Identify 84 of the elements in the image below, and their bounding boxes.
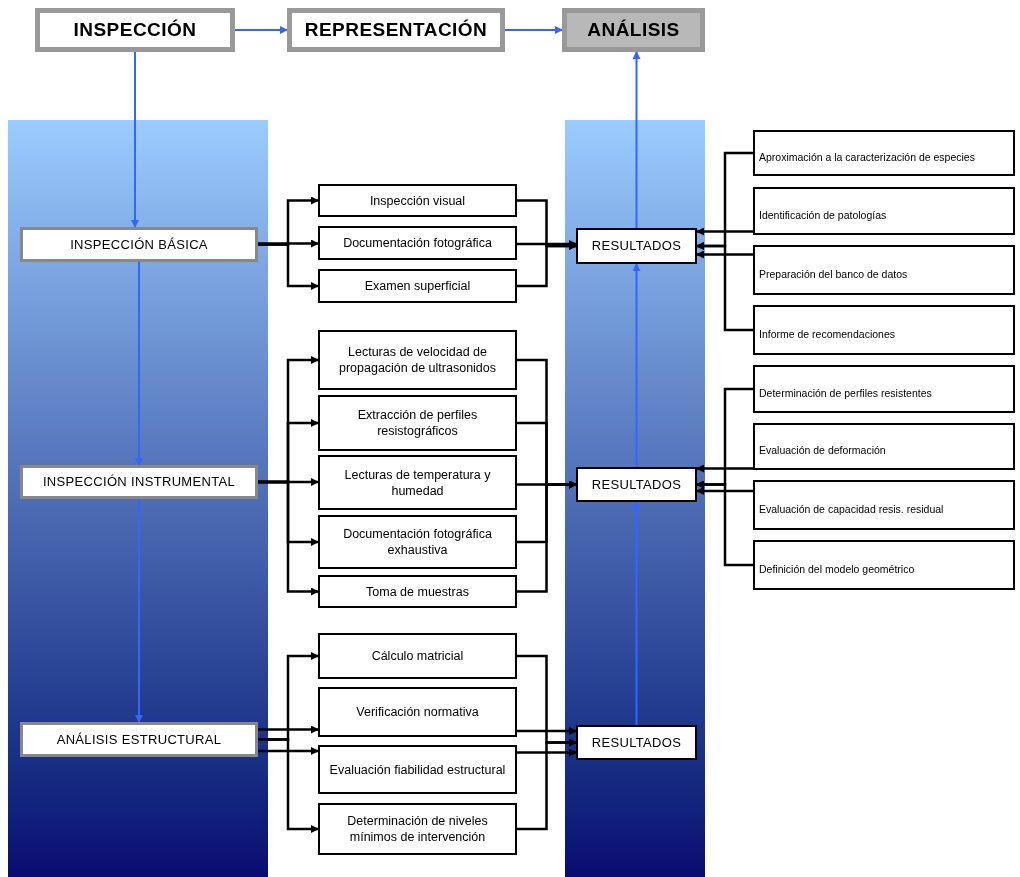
box-label: Evaluación fiabilidad estructural [329, 761, 506, 778]
box-label: ANÁLISIS ESTRUCTURAL [56, 730, 222, 749]
step-box [318, 633, 517, 679]
box-label: Informe de recomendaciones [759, 327, 895, 341]
results-box [576, 467, 697, 502]
outcome-box [753, 423, 1015, 470]
results-box [576, 725, 697, 760]
outcome-box [753, 245, 1015, 295]
box-label: RESULTADOS [591, 475, 682, 494]
stage-box [20, 465, 258, 499]
arrow [517, 748, 577, 757]
box-label: Lecturas de velocidad de propagación de ultrasonidos [337, 344, 498, 376]
arrow [517, 727, 577, 735]
arrow [632, 501, 641, 726]
box-label: INSPECCIÓN BÁSICA [70, 235, 208, 254]
arrow [517, 242, 577, 288]
box-label: Identificación de patologías [759, 208, 887, 222]
arrow [696, 480, 753, 567]
box-label: INSPECCIÓN INSTRUMENTAL [42, 473, 236, 492]
box-label: Definición del modelo geométrico [759, 562, 915, 576]
step-box [318, 395, 517, 451]
box-label: INSPECCIÓN [73, 17, 197, 42]
step-box [318, 803, 517, 855]
box-label: Examen superficial [364, 278, 471, 294]
box-label: REPRESENTACIÓN [304, 17, 488, 42]
phase-box [35, 8, 235, 52]
box-label: Evaluación de deformación [759, 444, 886, 457]
outcome-box [753, 480, 1015, 530]
step-box [318, 226, 517, 260]
stage-box [20, 722, 258, 757]
arrow [696, 250, 753, 259]
stage-box [20, 227, 258, 262]
arrow [696, 464, 753, 473]
outcome-box [753, 365, 1015, 413]
step-box [318, 575, 517, 608]
arrow [258, 480, 319, 596]
box-label: Determinación de perfiles resistentes [759, 386, 932, 400]
arrow [258, 747, 319, 755]
arrow [696, 242, 753, 332]
results-box [576, 228, 697, 264]
step-box [318, 745, 517, 794]
box-label: Extracción de perfiles resistográficos [356, 407, 479, 439]
box-label: Documentación fotográfica exhaustiva [342, 526, 493, 558]
step-box [318, 269, 517, 303]
box-label: Determinación de niveles mínimos de intervención [346, 813, 489, 845]
arrow [258, 725, 319, 734]
arrow [696, 227, 753, 236]
arrow [234, 26, 288, 34]
box-label: Inspección visual [369, 192, 466, 209]
outcome-box [753, 130, 1015, 176]
arrow [135, 261, 143, 466]
box-label: Verificación normativa [356, 704, 479, 720]
phase-box [562, 8, 705, 52]
arrow [504, 26, 563, 34]
arrow [258, 243, 319, 290]
arrow [517, 480, 577, 593]
box-label: Evaluación de capacidad resis. residual [759, 502, 944, 516]
step-box [318, 184, 517, 217]
outcome-box [753, 305, 1015, 355]
box-label: RESULTADOS [591, 733, 682, 752]
box-label: Toma de muestras [366, 583, 469, 600]
step-box [318, 687, 517, 737]
box-label: RESULTADOS [591, 237, 682, 256]
arrow [517, 738, 577, 831]
arrow [135, 498, 143, 723]
step-box [318, 515, 517, 569]
step-box [318, 330, 517, 390]
arrow [131, 51, 139, 228]
phase-box [287, 8, 505, 52]
outcome-box [753, 187, 1015, 235]
box-label: Aproximación a la caracterización de especies [759, 150, 975, 164]
arrow [632, 51, 641, 229]
box-label: Preparación del banco de datos [759, 267, 908, 281]
arrow [632, 263, 641, 468]
box-label: ANÁLISIS [587, 17, 680, 42]
arrow [696, 487, 753, 495]
box-label: Documentación fotográfica [343, 235, 492, 251]
box-label: Cálculo matricial [371, 648, 464, 664]
arrow [258, 239, 319, 248]
box-label: Lecturas de temperatura y humedad [343, 466, 492, 499]
outcome-box [753, 540, 1015, 590]
step-box [318, 455, 517, 510]
arrow [258, 738, 319, 833]
arrow [517, 240, 577, 248]
